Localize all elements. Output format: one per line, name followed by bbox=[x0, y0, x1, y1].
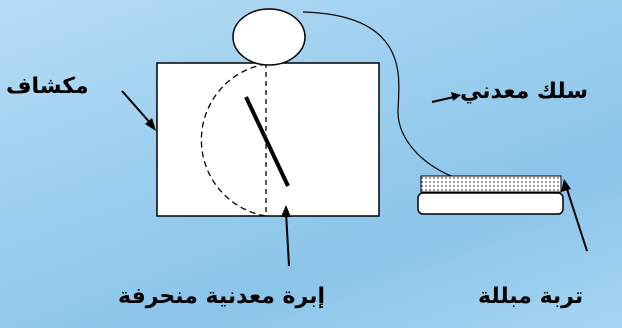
soil-pointer-arrow bbox=[561, 179, 588, 252]
deflected-needle-label: إبرة معدنية منحرفة bbox=[118, 284, 326, 309]
detector-pointer-arrow bbox=[121, 90, 156, 131]
metal-wire-label: سلك معدني bbox=[460, 79, 589, 104]
detector-label: مكشاف bbox=[6, 74, 89, 99]
wire-pointer-arrow bbox=[431, 92, 461, 103]
detector-knob bbox=[232, 8, 306, 66]
needle-pointer-arrow bbox=[281, 205, 291, 267]
soil-tray bbox=[417, 192, 564, 215]
deflected-needle bbox=[244, 96, 290, 187]
needle-swing-arc bbox=[200, 63, 267, 217]
wet-soil-label: تربة مبللة bbox=[478, 284, 584, 309]
wet-soil-layer bbox=[420, 175, 562, 193]
